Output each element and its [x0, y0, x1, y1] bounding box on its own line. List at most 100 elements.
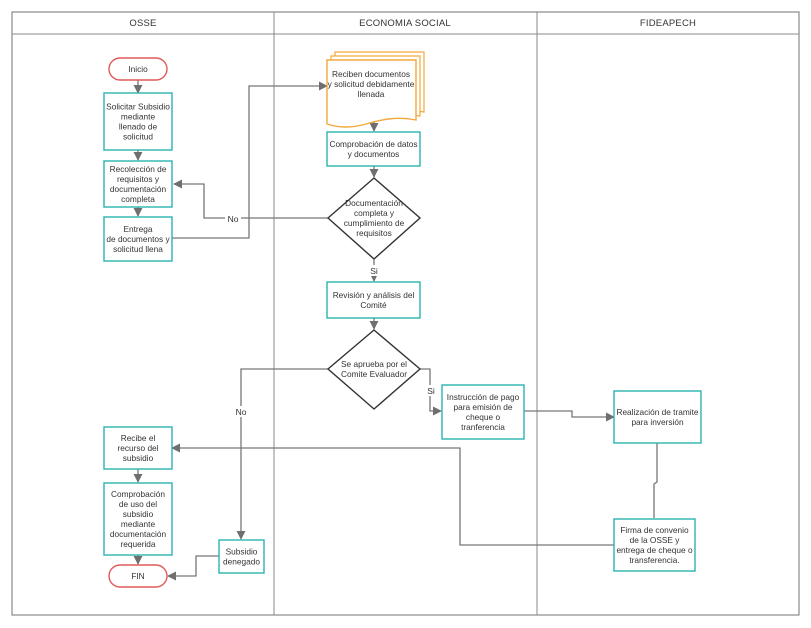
- node-revision-comite: [326, 281, 421, 319]
- node-fin: [108, 564, 168, 588]
- node-label-line: completa y: [354, 208, 395, 218]
- node-label-line: de la OSSE y: [630, 535, 681, 545]
- node-label-line: Inicio: [128, 64, 148, 74]
- edge-label-bg: [225, 213, 241, 224]
- lane-title-economia-social: ECONOMIA SOCIAL: [359, 18, 451, 29]
- edge-label-bg: [366, 265, 382, 276]
- pool-border: [11, 11, 800, 616]
- node-label-line: Instrucción de pago: [447, 392, 520, 402]
- node-label-line: Firma de convenio: [620, 525, 689, 535]
- node-label-line: Comite Evaluador: [341, 369, 407, 379]
- node-label-line: cumplimiento de: [344, 218, 405, 228]
- node-label-line: Comprobación de datos: [329, 139, 417, 149]
- node-label-line: entrega de cheque o: [616, 545, 693, 555]
- node-label-line: Subsidio: [226, 547, 258, 557]
- edge-entrega-reciben: [172, 81, 328, 239]
- node-label-line: subsidio: [123, 509, 154, 519]
- lane-title-osse: OSSE: [129, 18, 156, 29]
- edge-label-bg: [424, 385, 438, 396]
- node-realizacion-tramite: [613, 390, 702, 444]
- node-label-line: Recibe el: [121, 433, 156, 443]
- node-label-line: transferencia.: [629, 555, 679, 565]
- node-label-line: solicitud llena: [113, 244, 163, 254]
- node-label-line: Comité: [360, 300, 387, 310]
- node-label-line: llenado de: [119, 122, 158, 132]
- node-label-line: solicitud: [123, 132, 153, 142]
- node-label-line: FIN: [131, 571, 144, 581]
- edge-realizacion-firma: [653, 443, 658, 518]
- node-comprobacion-datos: [326, 131, 421, 167]
- node-recoleccion-requisitos: [103, 160, 173, 208]
- node-decision-aprueba: [326, 329, 422, 410]
- node-label-line: requerida: [120, 539, 155, 549]
- connectors: [133, 80, 658, 581]
- node-label-line: cheque o: [466, 412, 501, 422]
- node-firma-convenio: [613, 518, 696, 572]
- edge-label-bg: [233, 406, 249, 417]
- label-inicio: Inicio: [128, 64, 148, 74]
- node-label-line: tranferencia: [461, 422, 505, 432]
- node-label-line: Revisión y análisis del: [333, 290, 415, 300]
- edge-label-si-aprueba: Si: [427, 386, 435, 396]
- node-subsidio-denegado: [218, 539, 265, 574]
- node-recibe-recurso: [103, 426, 173, 470]
- node-label-line: para inversión: [631, 417, 684, 427]
- node-label-line: Solicitar Subsidio: [106, 102, 170, 112]
- edge-label-no-documentacion: No: [228, 214, 239, 224]
- node-label-line: denegado: [223, 557, 260, 567]
- edge-firma-recibe: [171, 443, 614, 546]
- node-comprobacion-uso: [103, 482, 173, 556]
- node-label-line: subsidio: [123, 453, 154, 463]
- node-label-line: Se aprueba por el: [341, 359, 407, 369]
- node-label-line: mediante: [121, 519, 156, 529]
- node-label-line: de uso del: [119, 499, 157, 509]
- node-label-line: Entrega: [123, 224, 152, 234]
- node-label-line: Comprobación: [111, 489, 165, 499]
- lane-title-fideapech: FIDEAPECH: [640, 18, 696, 29]
- node-reciben-documentos: [326, 51, 425, 128]
- node-label-line: requisitos y: [117, 174, 160, 184]
- node-label-line: llenada: [358, 89, 385, 99]
- node-label-line: de documentos y: [106, 234, 170, 244]
- node-label-line: requisitos: [356, 228, 392, 238]
- node-label-line: para emisión de: [453, 402, 512, 412]
- node-decision-documentacion: [326, 177, 422, 260]
- node-label-line: completa: [121, 194, 155, 204]
- edge-instruccion-realizacion: [524, 410, 615, 422]
- node-label-line: Realización de tramite: [616, 407, 698, 417]
- edge-label-si-documentacion: Si: [370, 266, 378, 276]
- node-label-line: documentación: [110, 184, 167, 194]
- node-instruccion-pago: [441, 384, 525, 440]
- edge-denegado-fin: [167, 555, 219, 581]
- node-inicio: [108, 57, 168, 81]
- edge-label-no-aprueba: No: [236, 407, 247, 417]
- node-label-line: recurso del: [117, 443, 158, 453]
- node-entrega-documentos: [103, 216, 173, 262]
- edge-aprueba-no-denegado: [236, 368, 328, 540]
- node-label-line: y solicitud debidamente: [328, 79, 415, 89]
- node-label-line: Reciben documentos: [332, 69, 410, 79]
- edge-decision-no-recoleccion: [173, 179, 328, 219]
- node-label-line: Documentación: [345, 198, 403, 208]
- label-fin: FIN: [131, 571, 144, 581]
- node-label-line: Recolección de: [110, 164, 167, 174]
- node-label-line: mediante: [121, 112, 156, 122]
- node-label-line: y documentos: [348, 149, 400, 159]
- node-label-line: documentación: [110, 529, 167, 539]
